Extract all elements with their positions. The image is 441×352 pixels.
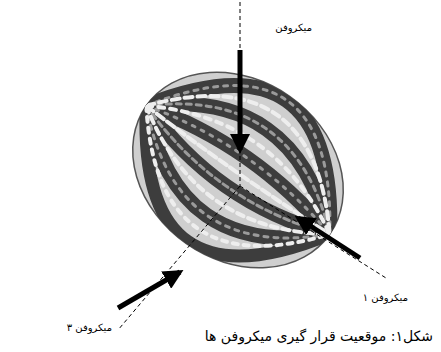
axis-lines: [118, 2, 386, 330]
microphone-label: میکروفن ۳: [67, 322, 112, 334]
figure-caption: شکل۱: موقعیت قرار گیری میکروفن ها: [205, 328, 433, 345]
watermelon: [95, 32, 382, 308]
microphone-arrows: [118, 50, 360, 308]
microphone-label: میکروفن: [275, 22, 312, 34]
microphone-label: میکروفن ۱: [363, 292, 408, 304]
